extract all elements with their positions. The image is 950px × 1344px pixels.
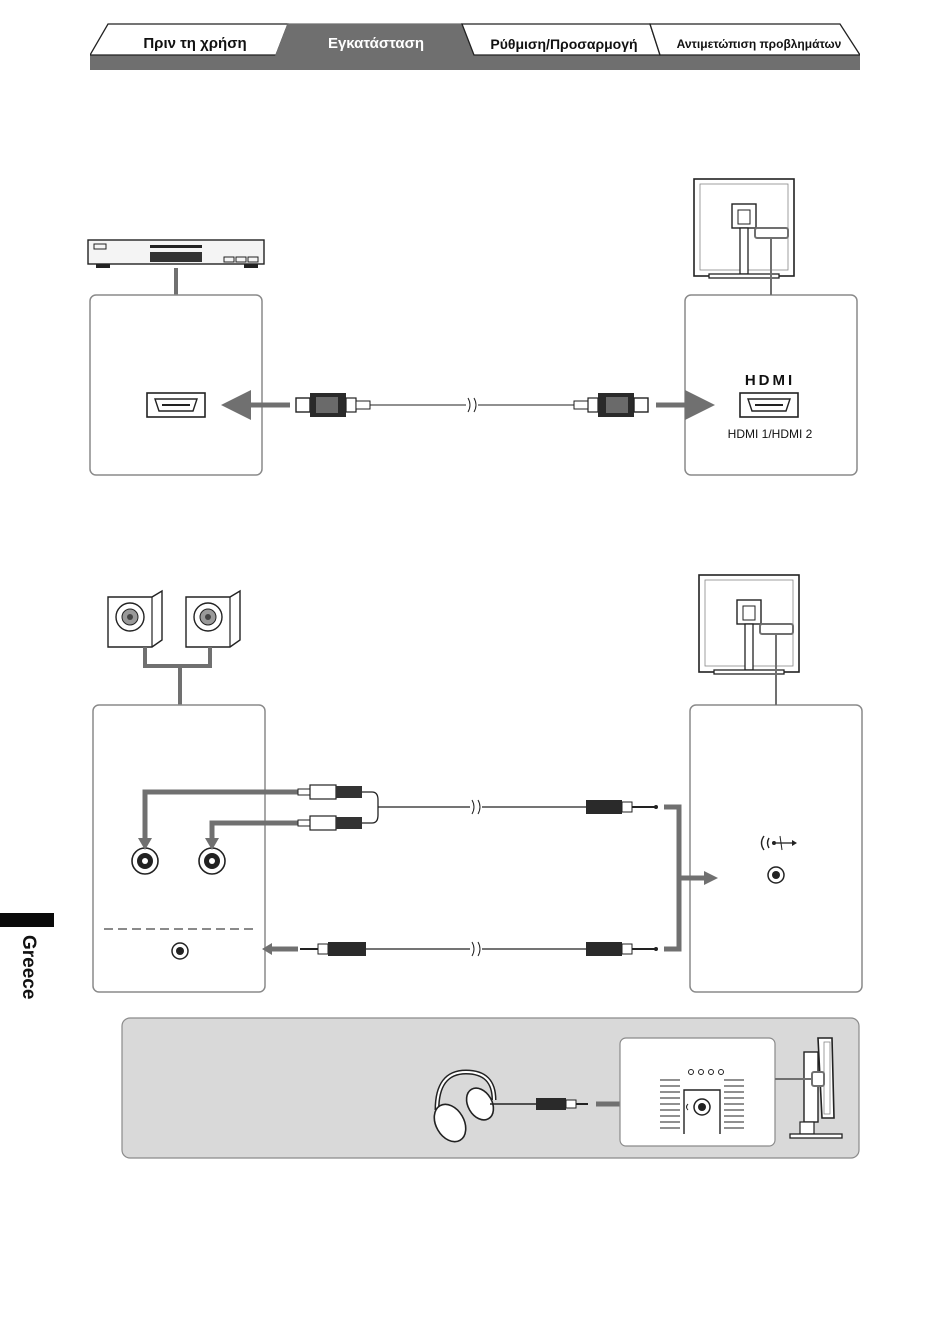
player-port-panel: [90, 295, 262, 475]
hdmi-port-caption: HDMI 1/HDMI 2: [690, 427, 850, 441]
monitor-rear-icon-audio: [699, 575, 799, 674]
audio-output-jack-icon: [768, 867, 784, 883]
monitor-rear-icon: [694, 179, 794, 278]
monitor-audio-panel: [690, 705, 862, 992]
speakers-icon: [108, 591, 240, 647]
stereo-mini-cable: [262, 942, 658, 956]
mini-jack-input-icon: [172, 943, 188, 959]
headphone-jack-closeup-panel: [620, 1038, 775, 1146]
rca-jack-right-icon: [199, 848, 225, 874]
hdmi-cable: [236, 393, 700, 417]
media-player-icon: [88, 240, 264, 268]
hdmi-port-icon-player: [147, 393, 205, 417]
hdmi-logo: HDMI: [730, 372, 810, 389]
hdmi-port-icon-monitor: [740, 393, 798, 417]
rca-jack-left-icon: [132, 848, 158, 874]
